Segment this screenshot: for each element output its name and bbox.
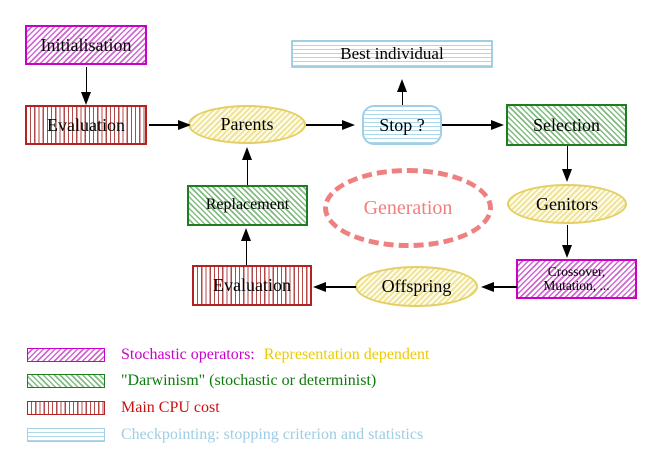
arrowhead-down-icon bbox=[562, 245, 572, 258]
node-selection: Selection bbox=[506, 104, 627, 146]
crossover-line1: Crossover, bbox=[547, 263, 606, 279]
node-initialisation: Initialisation bbox=[25, 25, 147, 65]
node-stop-test: Stop ? bbox=[362, 105, 442, 145]
legend-swatch-cyan-stripes bbox=[27, 428, 105, 442]
legend-label: Stochastic operators: Representation depe… bbox=[121, 346, 429, 364]
arrowhead-up-icon bbox=[397, 79, 407, 92]
legend-row-checkpointing: Checkpointing: stopping criterion and st… bbox=[27, 426, 423, 444]
arrowhead-down-icon bbox=[81, 92, 91, 105]
arrow-line-initialisation-to-evaluation bbox=[85, 67, 87, 95]
arrow-line-evaluation-to-parents bbox=[149, 124, 180, 126]
legend-swatch-green-hatch bbox=[27, 374, 105, 388]
legend-row-stochastic-operators: Stochastic operators: Representation depe… bbox=[27, 346, 429, 364]
arrowhead-right-icon bbox=[178, 120, 191, 130]
arrow-line-replacement-to-parents bbox=[246, 160, 248, 185]
generation-cycle-ellipse: Generation bbox=[323, 168, 493, 248]
node-offspring-ellipse: Offspring bbox=[355, 266, 478, 307]
crossover-line2: Mutation, ... bbox=[543, 278, 610, 293]
arrow-line-crossover-to-offspring bbox=[494, 286, 517, 288]
legend-text-representation: Representation dependent bbox=[263, 346, 430, 363]
arrow-line-stop-to-selection bbox=[442, 124, 492, 126]
arrowhead-up-icon bbox=[242, 147, 252, 160]
legend-text-stochastic: Stochastic operators: bbox=[121, 346, 255, 363]
legend-row-darwinism: "Darwinism" (stochastic or determinist) bbox=[27, 372, 376, 390]
node-crossover-mutation: Crossover, Mutation, ... bbox=[516, 259, 637, 299]
legend-text-darwinism: "Darwinism" (stochastic or determinist) bbox=[121, 372, 377, 389]
arrowhead-right-icon bbox=[342, 120, 355, 130]
arrow-line-evaluation-to-replacement bbox=[245, 241, 247, 265]
arrowhead-up-icon bbox=[241, 228, 251, 241]
arrowhead-left-icon bbox=[481, 282, 494, 292]
arrow-line-stop-to-best-individual bbox=[401, 92, 403, 105]
node-parents-ellipse: Parents bbox=[188, 105, 306, 144]
node-evaluation-top: Evaluation bbox=[25, 105, 147, 145]
arrowhead-left-icon bbox=[313, 282, 326, 292]
node-evaluation-bottom: Evaluation bbox=[192, 265, 312, 306]
node-best-individual: Best individual bbox=[291, 40, 493, 68]
arrow-line-offspring-to-evaluation bbox=[326, 286, 356, 288]
node-genitors-ellipse: Genitors bbox=[507, 184, 627, 224]
legend-swatch-magenta-hatch bbox=[27, 348, 105, 362]
arrowhead-right-icon bbox=[491, 120, 504, 130]
legend-row-cpu-cost: Main CPU cost bbox=[27, 399, 220, 417]
arrow-line-selection-to-genitors bbox=[566, 146, 568, 170]
arrow-line-parents-to-stop bbox=[306, 124, 343, 126]
arrowhead-down-icon bbox=[562, 169, 572, 182]
legend-swatch-red-stripes bbox=[27, 401, 105, 415]
arrow-line-genitors-to-crossover bbox=[566, 225, 568, 246]
node-replacement: Replacement bbox=[187, 185, 308, 226]
legend-text-checkpointing: Checkpointing: stopping criterion and st… bbox=[121, 426, 424, 443]
legend-text-cpu-cost: Main CPU cost bbox=[121, 399, 220, 416]
